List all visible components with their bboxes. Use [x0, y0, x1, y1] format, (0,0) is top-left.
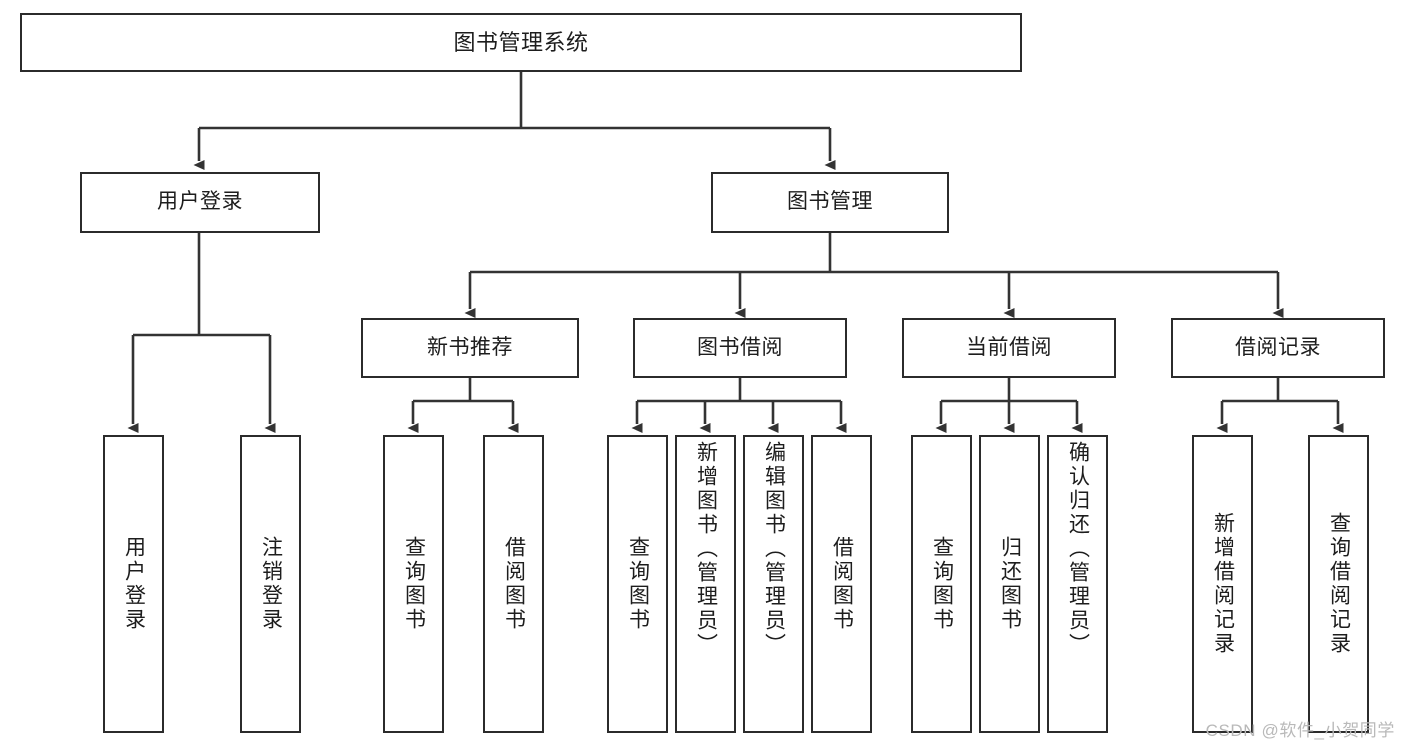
node-root-book-management-system[interactable]: 图书管理系统 — [20, 13, 1022, 72]
node-label: 查询图书 — [930, 536, 954, 632]
node-book-management[interactable]: 图书管理 — [711, 172, 949, 233]
node-label: 新书推荐 — [427, 335, 513, 359]
node-leaf-borrow-book[interactable]: 借阅图书 — [811, 435, 872, 733]
node-label: 借阅记录 — [1235, 335, 1321, 359]
node-leaf-query-book-recommend[interactable]: 查询图书 — [383, 435, 444, 733]
node-book-borrowing[interactable]: 图书借阅 — [633, 318, 847, 378]
node-label: 图书借阅 — [697, 335, 783, 359]
node-leaf-user-login[interactable]: 用户登录 — [103, 435, 164, 733]
node-leaf-return-book[interactable]: 归还图书 — [979, 435, 1040, 733]
node-label: 编辑图书（管理员） — [762, 441, 786, 657]
node-label: 新增图书（管理员） — [694, 441, 718, 657]
node-borrowing-records[interactable]: 借阅记录 — [1171, 318, 1385, 378]
node-leaf-query-book-current[interactable]: 查询图书 — [911, 435, 972, 733]
node-label: 借阅图书 — [502, 536, 526, 632]
node-label: 图书管理 — [787, 190, 873, 214]
node-label: 当前借阅 — [966, 335, 1052, 359]
node-new-book-recommendation[interactable]: 新书推荐 — [361, 318, 579, 378]
node-leaf-borrow-book-recommend[interactable]: 借阅图书 — [483, 435, 544, 733]
node-label: 借阅图书 — [830, 536, 854, 632]
node-label: 查询图书 — [402, 536, 426, 632]
node-label: 确认归还（管理员） — [1066, 441, 1090, 657]
node-label: 查询借阅记录 — [1327, 512, 1351, 656]
node-user-login[interactable]: 用户登录 — [80, 172, 320, 233]
node-leaf-query-borrow-record[interactable]: 查询借阅记录 — [1308, 435, 1369, 733]
node-current-borrowing[interactable]: 当前借阅 — [902, 318, 1116, 378]
node-leaf-confirm-return-admin[interactable]: 确认归还（管理员） — [1047, 435, 1108, 733]
node-label: 归还图书 — [998, 536, 1022, 632]
node-label: 用户登录 — [122, 536, 146, 632]
node-label: 图书管理系统 — [453, 29, 589, 55]
watermark-credit: CSDN @软件_小贺同学 — [1205, 721, 1395, 740]
node-label: 用户登录 — [157, 190, 243, 214]
node-leaf-add-book-admin[interactable]: 新增图书（管理员） — [675, 435, 736, 733]
node-leaf-edit-book-admin[interactable]: 编辑图书（管理员） — [743, 435, 804, 733]
node-label: 注销登录 — [259, 536, 283, 632]
node-leaf-add-borrow-record[interactable]: 新增借阅记录 — [1192, 435, 1253, 733]
node-label: 查询图书 — [626, 536, 650, 632]
node-leaf-logout[interactable]: 注销登录 — [240, 435, 301, 733]
node-leaf-query-book-borrow[interactable]: 查询图书 — [607, 435, 668, 733]
node-label: 新增借阅记录 — [1211, 512, 1235, 656]
